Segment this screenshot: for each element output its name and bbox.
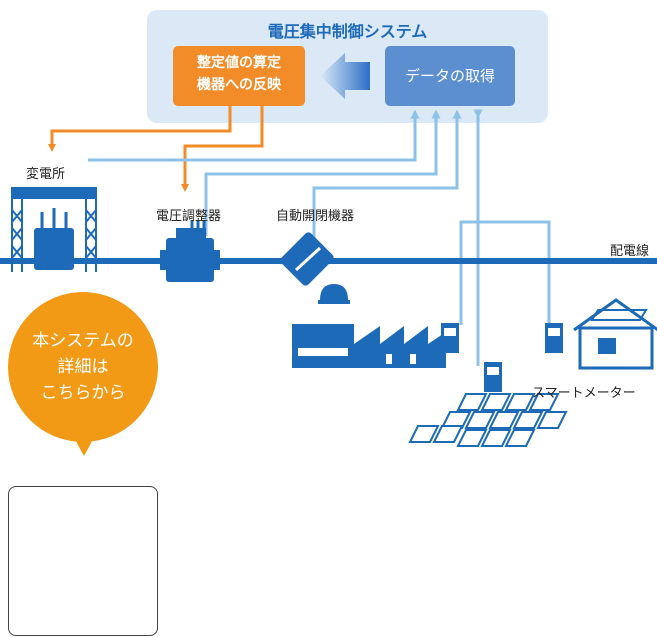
transformer-icon — [34, 228, 74, 270]
data-line-meters-loop — [459, 220, 551, 326]
data-line-switch — [312, 109, 462, 238]
cta-text: 本システムの 詳細は こちらから — [32, 331, 134, 403]
smart-meter-factory-icon — [441, 323, 459, 353]
setpoint-box-label: 整定値の算定 機器への反映 — [197, 55, 281, 93]
voltage-regulator-icon — [160, 220, 220, 282]
control-line-regulator — [181, 106, 264, 192]
data-acquisition-box — [385, 46, 515, 106]
smart-meter-solar-icon — [484, 362, 502, 392]
solar-panels-icon — [408, 393, 568, 447]
bushing-icon — [40, 208, 68, 228]
data-box-label: データの取得 — [404, 67, 495, 85]
switch-label: 自動開閉機器 — [276, 209, 355, 224]
data-line-regulator — [204, 109, 441, 236]
substation-icon — [11, 187, 97, 272]
control-line-substation — [48, 106, 232, 152]
smart-meter-label: スマートメーター — [532, 386, 636, 401]
substation-label: 変電所 — [26, 167, 66, 182]
smart-meter-house-icon — [545, 323, 563, 353]
system-title: 電圧集中制御システム — [267, 22, 428, 41]
regulator-label: 電圧調整器 — [156, 209, 222, 224]
setpoint-box — [173, 46, 305, 106]
factory-icon — [292, 324, 446, 368]
distribution-line-label: 配電線 — [610, 244, 650, 259]
cta-bubble[interactable]: 本システムの 詳細は こちらから — [8, 292, 158, 442]
flow-arrow-icon — [320, 53, 370, 99]
automatic-switch-icon — [280, 232, 350, 304]
house-icon — [573, 298, 657, 370]
cta-bubble-tail — [73, 436, 95, 456]
data-line-substation — [88, 109, 420, 162]
qr-code-frame[interactable] — [8, 486, 158, 636]
